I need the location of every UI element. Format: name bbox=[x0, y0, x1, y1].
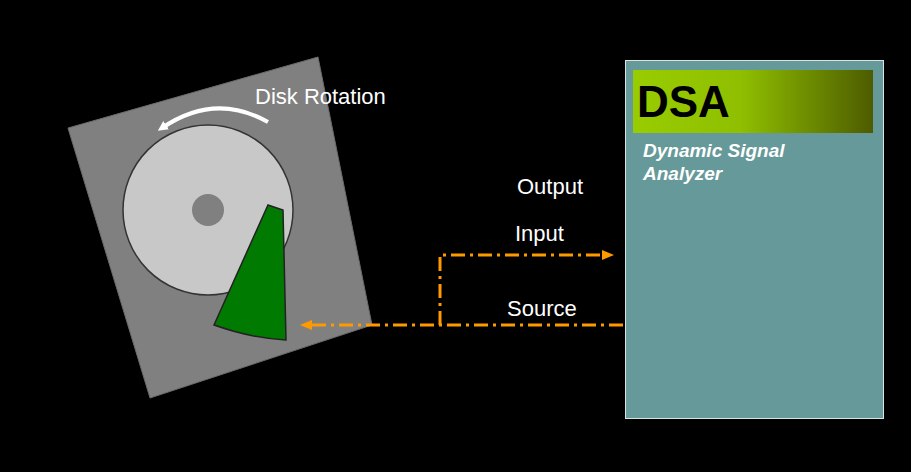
signal-label: Source bbox=[507, 296, 577, 322]
source-line bbox=[302, 324, 623, 327]
analyzer-box: DSA Dynamic Signal Analyzer bbox=[625, 60, 884, 419]
head-arm bbox=[214, 205, 286, 340]
output-line bbox=[285, 206, 625, 210]
disk-hub bbox=[192, 194, 224, 226]
signal-label: Input bbox=[515, 221, 564, 247]
analyzer-subtitle: Dynamic Signal Analyzer bbox=[643, 139, 843, 185]
input-line bbox=[440, 255, 612, 325]
analyzer-title: DSA bbox=[633, 70, 873, 133]
signal-label: Output bbox=[517, 174, 583, 200]
rotation-label: Disk Rotation bbox=[255, 84, 386, 110]
rotation-arrow bbox=[162, 108, 268, 128]
input-source-lines bbox=[302, 255, 623, 325]
